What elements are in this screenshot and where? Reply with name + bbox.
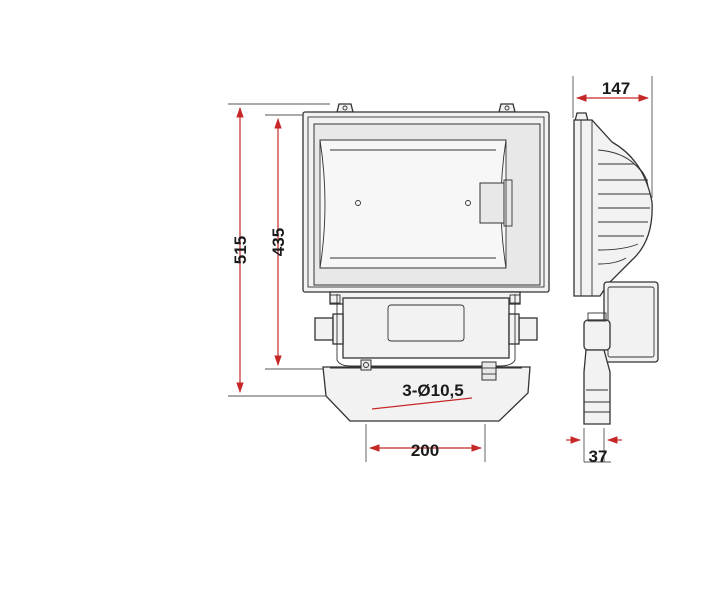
dimension-lines [236, 94, 650, 452]
side-view [573, 112, 659, 425]
dimension-labels: 515 435 200 147 37 3-Ø10,5 [231, 79, 630, 466]
label-plate [387, 304, 465, 342]
top-lug-right [498, 103, 516, 113]
side-gear-box [603, 281, 659, 363]
reflector-screw-left [355, 200, 361, 206]
reflector [319, 139, 507, 269]
label-37: 37 [589, 447, 608, 466]
front-view [302, 103, 550, 422]
label-200: 200 [411, 441, 439, 460]
gear-box [342, 297, 510, 359]
top-lug-left [336, 103, 354, 113]
side-bracket-arm [583, 349, 611, 425]
label-515: 515 [231, 236, 250, 264]
label-147: 147 [602, 79, 630, 98]
side-pivot-knob [583, 319, 611, 351]
lamp-socket [479, 182, 505, 224]
pivot-knob-right [518, 317, 538, 341]
label-435: 435 [269, 228, 288, 256]
cooling-fins [597, 149, 650, 265]
pivot-knob-left [314, 317, 334, 341]
mounting-bolt [481, 361, 497, 381]
label-holes: 3-Ø10,5 [402, 381, 463, 400]
extension-lines [228, 76, 653, 463]
mounting-hole-left [360, 359, 372, 371]
leader-line-holes [371, 397, 473, 410]
reflector-screw-right [465, 200, 471, 206]
